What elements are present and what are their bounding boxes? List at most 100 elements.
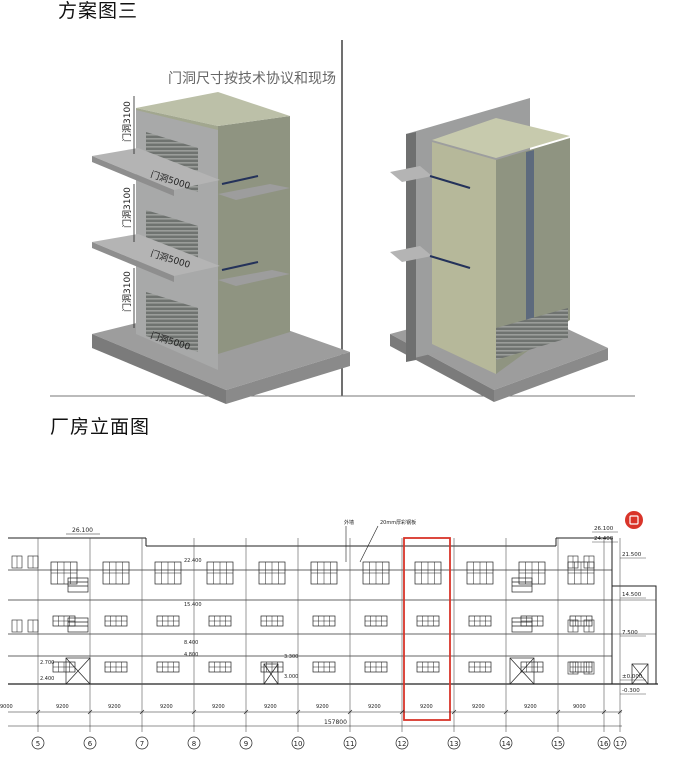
axis-bubble: 7	[135, 736, 149, 750]
level-label: 7.500	[622, 630, 638, 636]
svg-text:11: 11	[346, 740, 355, 748]
svg-text:8: 8	[192, 740, 196, 748]
svg-text:13: 13	[450, 740, 459, 748]
window	[258, 561, 286, 585]
axis-bubble: 8	[187, 736, 201, 750]
axis-bubble: 16	[597, 736, 611, 750]
window	[208, 615, 232, 627]
bay-dimension: 9200	[524, 704, 537, 710]
bay-dimension: 9200	[368, 704, 381, 710]
window	[312, 615, 336, 627]
svg-text:9: 9	[244, 740, 248, 748]
window-grid	[11, 555, 595, 675]
red-badge-icon[interactable]	[625, 511, 643, 529]
svg-text:15: 15	[554, 740, 563, 748]
bay-dimension: 9200	[420, 704, 433, 710]
highlight-box	[403, 537, 451, 721]
window	[310, 561, 338, 585]
door-height-1: 门洞3100	[121, 101, 133, 142]
bay-dimension: 9200	[160, 704, 173, 710]
axis-bubble: 12	[395, 736, 409, 750]
left-tower: 门洞3100 门洞3100 门洞3100 门洞5000 门洞5000 门洞500…	[92, 92, 350, 404]
bay-dimension: 9200	[212, 704, 225, 710]
inner-level-label: 2.400	[40, 676, 54, 682]
bay-dimension: 9200	[108, 704, 121, 710]
window	[416, 661, 440, 673]
inner-level-label: 22.400	[184, 558, 202, 564]
svg-text:17: 17	[616, 740, 625, 748]
axis-bubble: 10	[291, 736, 305, 750]
inner-level-label: 3.000	[284, 674, 298, 680]
inner-level-label: 4.800	[184, 652, 198, 658]
small-window	[11, 619, 23, 633]
inner-level-label: 2.700	[40, 660, 54, 666]
window	[414, 561, 442, 585]
level-label: 24.400	[594, 536, 614, 542]
window	[520, 661, 544, 673]
axis-bubble: 5	[31, 736, 45, 750]
level-label: 14.500	[622, 592, 642, 598]
axis-bubble: 11	[343, 736, 357, 750]
window	[569, 615, 593, 627]
window	[206, 561, 234, 585]
level-labels-right: 26.10024.40021.50014.5007.500±0.000-0.30…	[592, 526, 646, 695]
elevation-heading: 厂房立面图	[50, 416, 151, 438]
inner-level-label: 8.400	[184, 640, 198, 646]
bay-dimension: 9000	[0, 704, 13, 710]
inner-level-label: 3.300	[284, 654, 298, 660]
small-window	[11, 555, 23, 569]
bay-dimension: 9200	[316, 704, 329, 710]
bay-dimension: 9200	[472, 704, 485, 710]
window	[104, 661, 128, 673]
axis-bubble: 15	[551, 736, 565, 750]
window	[102, 561, 130, 585]
level-left-top: 26.100	[72, 527, 93, 534]
small-window	[583, 661, 595, 675]
level-label: 21.500	[622, 552, 642, 558]
factory-elevation: 外墙 20mm厚彩钢板 26.100 26.10024.40021.50014.…	[0, 511, 658, 750]
scheme-heading: 方案图三	[58, 0, 139, 22]
column-lines	[37, 538, 621, 732]
ground-doors	[65, 657, 649, 685]
level-label: 26.100	[594, 526, 614, 532]
window	[156, 661, 180, 673]
window	[260, 615, 284, 627]
door-height-3: 门洞3100	[121, 271, 133, 312]
small-window	[567, 619, 579, 633]
axis-bubble: 13	[447, 736, 461, 750]
right-tower	[390, 98, 608, 402]
window	[416, 615, 440, 627]
svg-text:7: 7	[140, 740, 144, 748]
door-height-2: 门洞3100	[121, 187, 133, 228]
window	[154, 561, 182, 585]
small-window	[567, 555, 579, 569]
window	[362, 561, 390, 585]
inner-level-label: 15.400	[184, 602, 202, 608]
small-window	[27, 619, 39, 633]
svg-text:6: 6	[88, 740, 93, 748]
small-window	[567, 661, 579, 675]
level-label: -0.300	[622, 688, 640, 694]
axis-bubble: 6	[83, 736, 97, 750]
window	[52, 661, 76, 673]
note-text: 门洞尺寸按技术协议和现场	[168, 71, 336, 87]
window	[567, 561, 595, 585]
svg-text:10: 10	[294, 740, 303, 748]
bay-dimension: 9000	[573, 704, 586, 710]
window	[52, 615, 76, 627]
svg-text:12: 12	[398, 740, 407, 748]
svg-text:5: 5	[36, 740, 40, 748]
callout-panel: 20mm厚彩钢板	[380, 519, 416, 526]
axis-bubble: 17	[613, 736, 627, 750]
axis-bubble: 9	[239, 736, 253, 750]
window	[569, 661, 593, 673]
window	[364, 661, 388, 673]
tower-rendering: 门洞尺寸按技术协议和现场 门洞3100 门洞3100 门洞3100	[50, 40, 635, 404]
window	[50, 561, 78, 585]
window	[208, 661, 232, 673]
small-window	[27, 555, 39, 569]
svg-text:16: 16	[600, 740, 609, 748]
vent-louvers	[67, 577, 533, 633]
